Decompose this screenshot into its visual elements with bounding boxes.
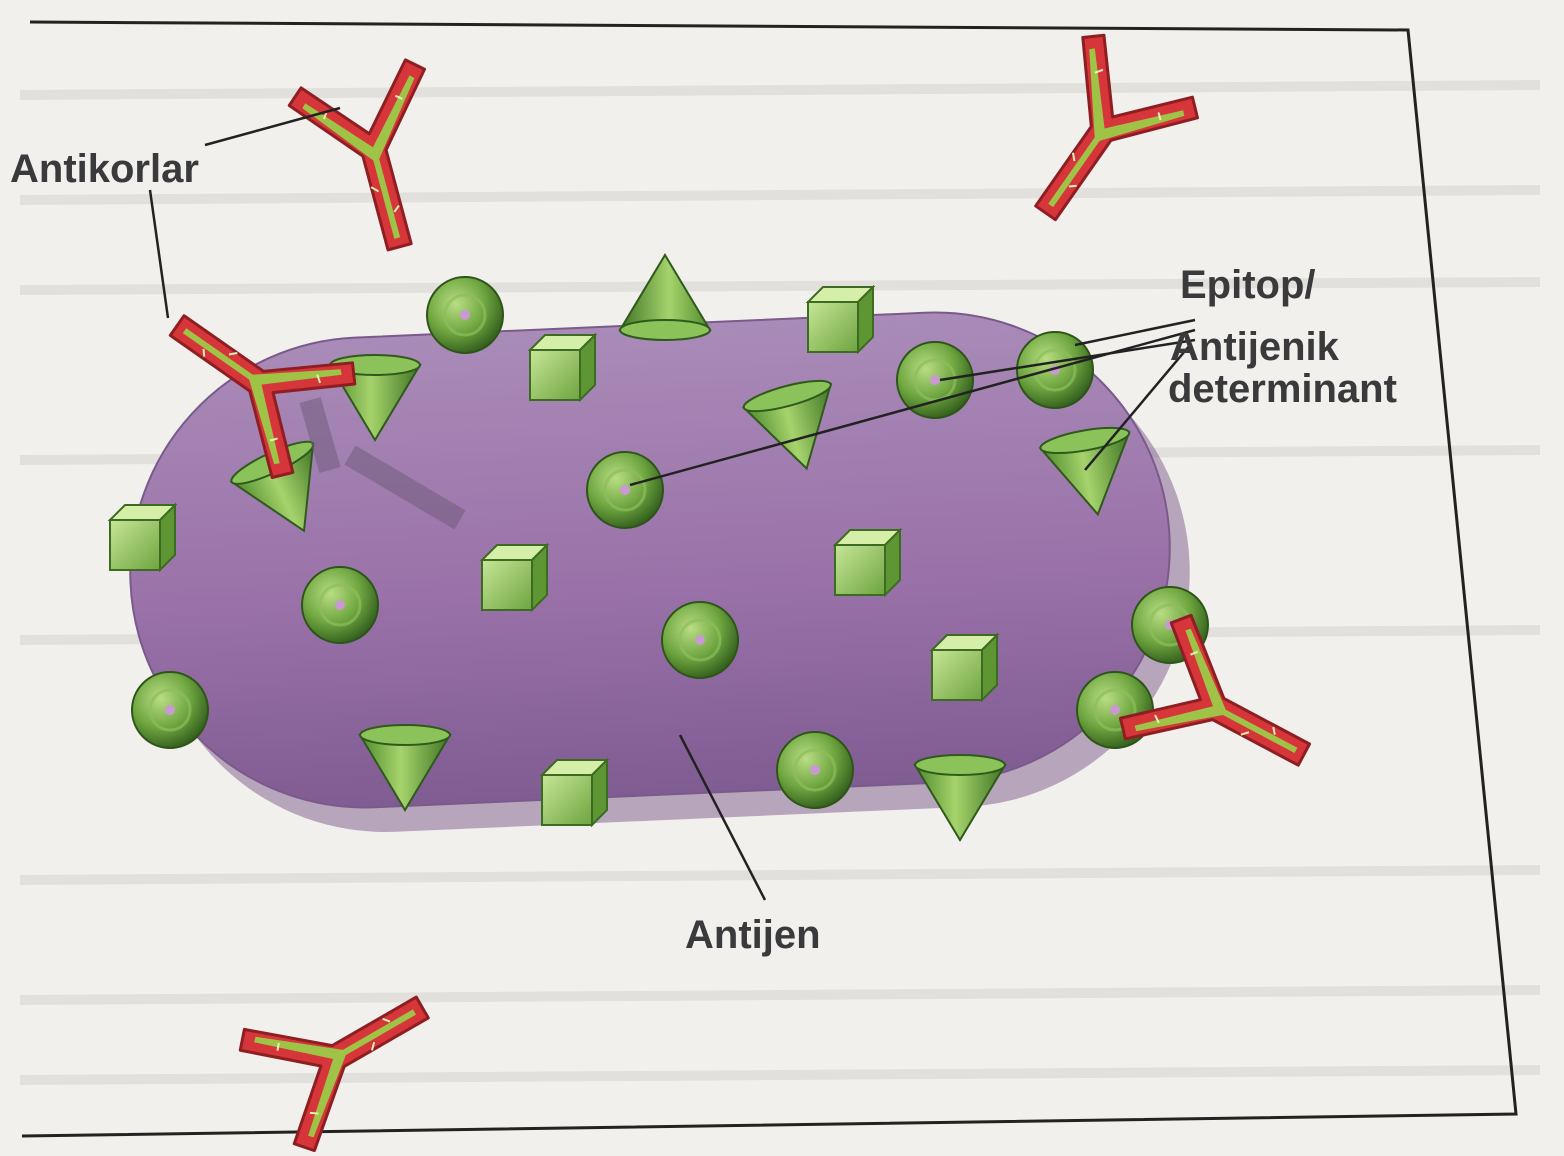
- sphere-epitope-icon: [777, 732, 853, 808]
- epitope-label-line1: Epitop/: [1180, 263, 1316, 307]
- sphere-epitope-icon: [302, 567, 378, 643]
- antibodies-label: Antikorlar: [10, 147, 199, 191]
- cube-epitope-icon: [808, 287, 873, 352]
- sphere-epitope-icon: [132, 672, 208, 748]
- sphere-epitope-icon: [587, 452, 663, 528]
- cube-epitope-icon: [482, 545, 547, 610]
- cube-epitope-icon: [530, 335, 595, 400]
- cube-epitope-icon: [932, 635, 997, 700]
- epitope-label-line3: determinant: [1168, 367, 1397, 411]
- antigen-label: Antijen: [685, 913, 821, 957]
- cube-epitope-icon: [110, 505, 175, 570]
- cube-epitope-icon: [542, 760, 607, 825]
- epitope-label-line2: Antijenik: [1170, 325, 1340, 369]
- sphere-epitope-icon: [897, 342, 973, 418]
- sphere-epitope-icon: [662, 602, 738, 678]
- cube-epitope-icon: [835, 530, 900, 595]
- sphere-epitope-icon: [427, 277, 503, 353]
